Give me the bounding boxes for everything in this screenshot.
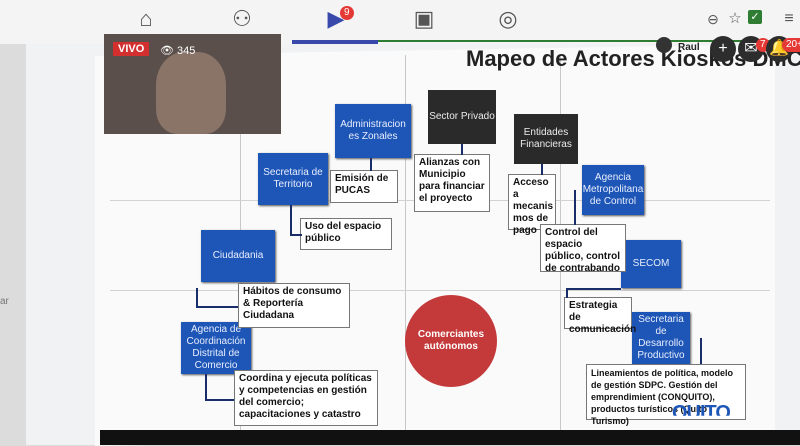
connector <box>566 288 568 298</box>
presenter-face <box>156 52 226 134</box>
connector <box>290 234 302 236</box>
node-agencia-metropolitana: Agencia Metropolitana de Control <box>582 165 644 215</box>
node-entidades-financieras: Entidades Financieras <box>514 114 578 164</box>
connector <box>205 399 234 401</box>
node-sector-privado: Sector Privado <box>428 90 496 144</box>
eye-icon: 👁 <box>160 45 178 57</box>
node-secretaria-territorio: Secretaria de Territorio <box>258 153 328 205</box>
people-icon[interactable]: ⚇ <box>232 6 252 31</box>
connector <box>196 288 198 308</box>
viewer-count: 👁 345 <box>160 44 195 57</box>
zoom-icon[interactable]: ⊖ <box>707 11 719 27</box>
grid-line <box>110 290 770 291</box>
box-lineamientos: Lineamientos de política, modelo de gest… <box>586 364 746 426</box>
box-alianzas: Alianzas con Municipio para financiar el… <box>414 154 490 212</box>
home-icon[interactable]: ⌂ <box>139 6 153 31</box>
box-estrategia: Estrategia de comunicación <box>564 297 636 335</box>
node-secretaria-desarrollo: Secretaria de Desarrollo Productivo <box>632 312 690 364</box>
progress-line <box>378 40 798 42</box>
node-comerciantes: Comerciantes autónomos <box>405 295 497 387</box>
video-badge: 9 <box>340 6 354 20</box>
node-agencia-coordinacion: Agencia de Coordinación Distrital de Com… <box>181 322 251 374</box>
user-name[interactable]: Raul <box>678 42 700 53</box>
connector <box>205 374 207 400</box>
box-habitos: Hábitos de consumo & Reportería Ciudadan… <box>238 283 350 328</box>
connector <box>574 190 576 225</box>
node-admin-zonales: Administracion es Zonales <box>335 104 411 158</box>
grid-line <box>405 55 406 435</box>
menu-icon[interactable]: ≡ <box>784 10 794 27</box>
connector <box>196 306 238 308</box>
groups-icon[interactable]: ◎ <box>498 6 518 31</box>
bottom-bar <box>100 430 800 445</box>
box-coordina: Coordina y ejecuta políticas y competenc… <box>234 370 378 426</box>
star-icon[interactable]: ☆ <box>728 10 742 27</box>
webcam-video[interactable] <box>104 34 281 134</box>
connector <box>370 158 372 171</box>
node-secom: SECOM <box>621 240 681 288</box>
box-control-espacio: Control del espacio público, control de … <box>540 224 626 274</box>
avatar[interactable] <box>656 37 672 53</box>
viewer-count-value: 345 <box>177 45 196 57</box>
box-acceso: Acceso a mecanis mos de pago <box>508 174 556 236</box>
store-icon[interactable]: ▣ <box>413 6 435 31</box>
connector <box>700 338 702 364</box>
notification-badge: 20+ <box>782 38 800 52</box>
connector <box>461 144 463 155</box>
live-badge: VIVO <box>113 42 150 56</box>
box-emision-pucas: Emisión de PUCAS <box>330 170 398 203</box>
side-text: ar <box>0 296 9 307</box>
extension-icon[interactable]: ✓ <box>748 10 762 24</box>
active-tab-indicator <box>292 40 378 44</box>
connector <box>566 288 621 290</box>
quito-logo: QUITO <box>672 402 730 424</box>
connector <box>290 205 292 235</box>
node-ciudadania: Ciudadania <box>201 230 275 282</box>
add-button[interactable]: + <box>710 36 736 62</box>
connector <box>541 164 543 175</box>
box-uso-espacio: Uso del espacio público <box>300 218 392 250</box>
